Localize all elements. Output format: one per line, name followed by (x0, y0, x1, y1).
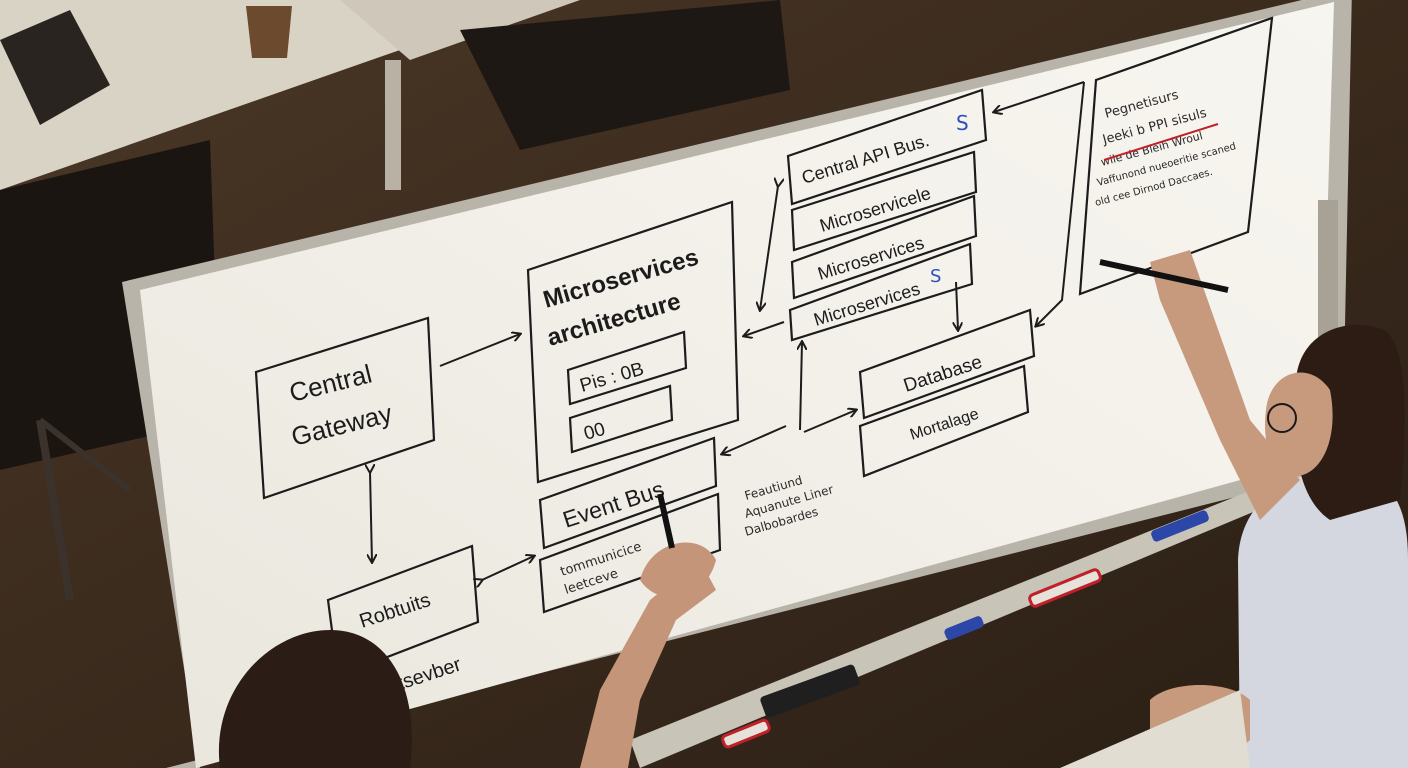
architecture-box (526, 200, 740, 484)
micro-3-box (788, 242, 974, 342)
tray-marker-blue (1151, 510, 1209, 542)
notes-box (1078, 16, 1274, 296)
arch-field-2-box (568, 384, 674, 454)
chair-leg (36, 419, 74, 601)
arch-field-1-box (566, 330, 688, 406)
mortalage-box (858, 364, 1030, 478)
red-underline (1103, 123, 1219, 161)
micro-mark: S (930, 266, 941, 287)
arrow-micro-db (956, 281, 958, 330)
arrow-to-api (994, 81, 1085, 112)
desk-left (0, 0, 400, 190)
chair-back (460, 0, 790, 150)
micro-1-box (790, 150, 978, 252)
arrow-to-db (803, 410, 856, 433)
person-right (1060, 250, 1408, 768)
arrow-robtuits-eventsub (482, 556, 534, 580)
arrow-db-event (722, 425, 787, 454)
tray-marker-red (1028, 568, 1102, 608)
arrow-api-vertical (760, 186, 778, 310)
cup (246, 6, 292, 58)
chair-leg-2 (38, 417, 132, 493)
event-bus-box (538, 436, 718, 550)
arrow-gateway-arch (439, 334, 520, 367)
arrow-notes-loop (1036, 81, 1085, 326)
event-sub-box (538, 492, 722, 614)
tray-marker-red-2 (721, 718, 771, 749)
tray-marker-blue-2 (944, 616, 984, 640)
tray-eraser (760, 664, 860, 718)
api-mark: S (956, 111, 969, 135)
laptop (0, 10, 110, 125)
person-bottom (218, 493, 716, 768)
gateway-box (254, 316, 436, 500)
micro-2-box (790, 194, 978, 300)
arrow-gateway-robtuits (370, 472, 372, 562)
arrow-micro-arch (744, 321, 785, 336)
central-api-box (786, 88, 988, 206)
arrow-up-micro (800, 342, 802, 431)
desk-leg (385, 60, 401, 190)
database-box (858, 308, 1036, 420)
